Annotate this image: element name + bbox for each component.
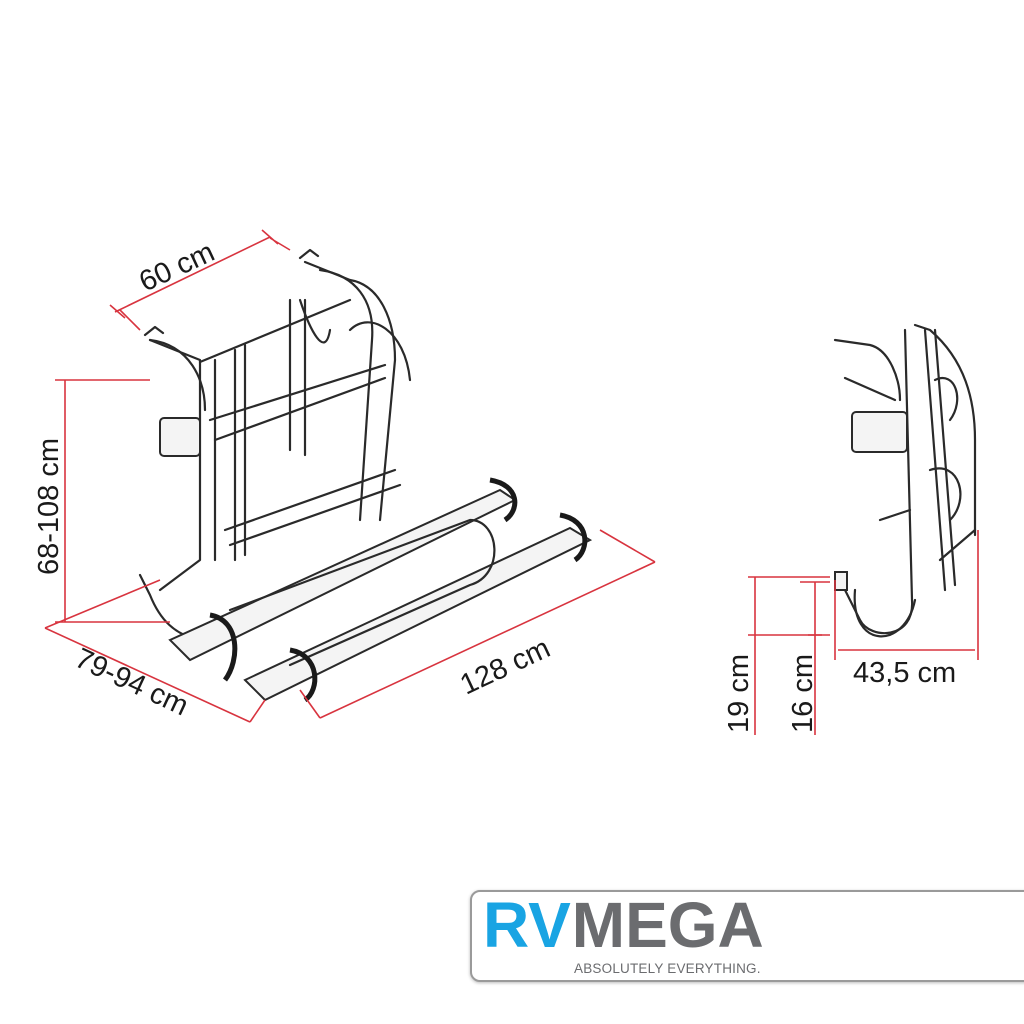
dim-label-128: 128 cm bbox=[455, 632, 555, 701]
side-view-rack bbox=[833, 323, 977, 638]
dimension-lines bbox=[44, 229, 979, 735]
logo-tagline: ABSOLUTELY EVERYTHING. bbox=[574, 961, 761, 976]
dim-label-19: 19 cm bbox=[723, 654, 755, 733]
dim-label-depth-base: 79-94 cm bbox=[70, 642, 193, 722]
logo-banner bbox=[470, 890, 1024, 982]
dim-label-height: 68-108 cm bbox=[33, 438, 65, 575]
dim-label-43-5: 43,5 cm bbox=[853, 657, 956, 689]
dim-label-60: 60 cm bbox=[134, 236, 219, 298]
dim-label-16: 16 cm bbox=[787, 654, 819, 733]
logo-rv: RV bbox=[483, 889, 571, 961]
front-view-rack bbox=[138, 248, 593, 703]
logo-mega: MEGA bbox=[571, 889, 764, 961]
brand-logo: RVMEGA bbox=[483, 893, 764, 957]
